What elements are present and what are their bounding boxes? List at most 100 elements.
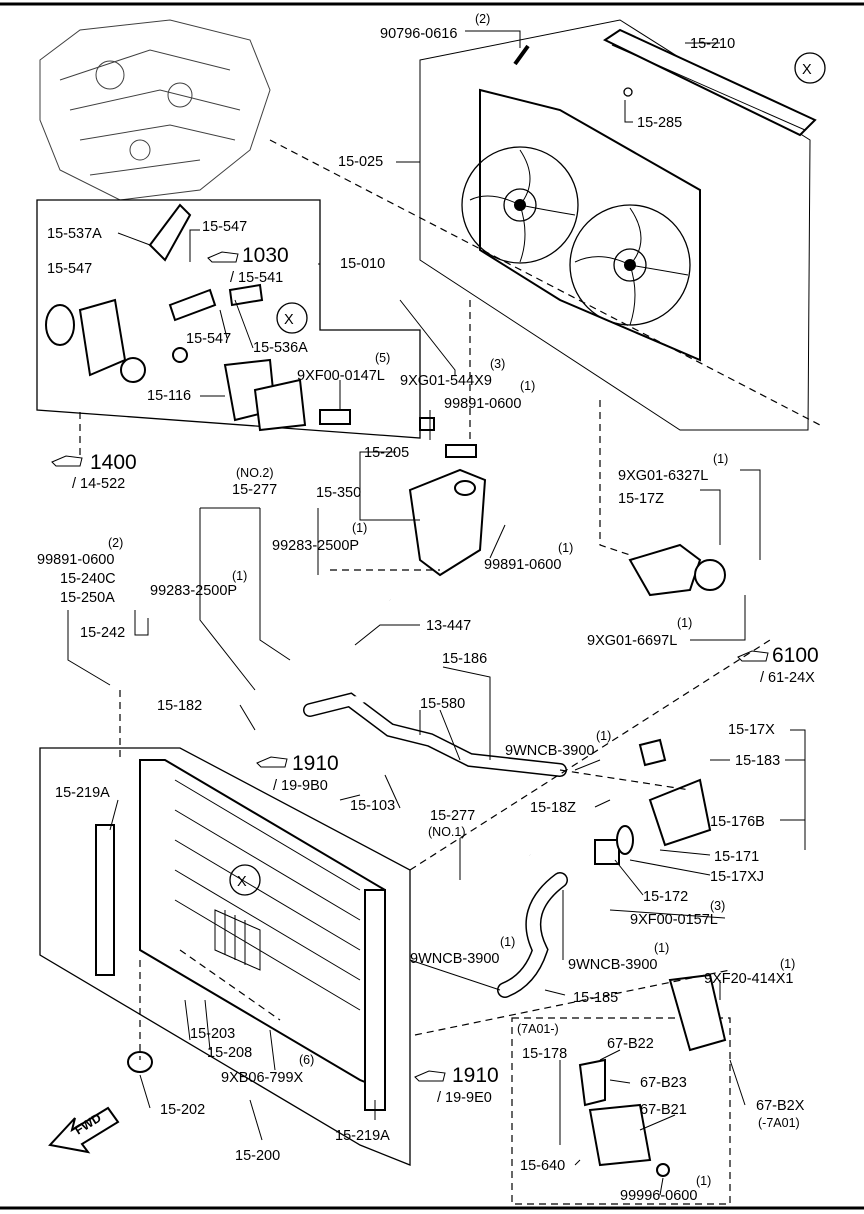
ref-hand-icons xyxy=(51,251,769,1082)
hoses xyxy=(260,575,568,998)
label-67-B22: 67-B22 xyxy=(607,1036,654,1052)
qty-9XG01-6697: (1) xyxy=(677,616,692,630)
label-15-171: 15-171 xyxy=(714,849,759,865)
qty-99283-a: (1) xyxy=(352,521,367,535)
label-x-top: X xyxy=(802,62,812,78)
label-9WNCB-3900-b: 9WNCB-3900 xyxy=(410,951,499,967)
label-99891-0600-b: 99891-0600 xyxy=(484,557,561,573)
label-15-025: 15-025 xyxy=(338,154,383,170)
label-9XF00-0147L: 9XF00-0147L xyxy=(297,368,385,384)
label-x-mid: X xyxy=(284,312,294,328)
label-99283-2500P-b: 99283-2500P xyxy=(150,583,237,599)
fan-shroud xyxy=(419,19,811,431)
engine-sketch xyxy=(39,19,271,201)
label-99891-0600-c: 99891-0600 xyxy=(37,552,114,568)
label-15-202: 15-202 xyxy=(160,1102,205,1118)
label-9WNCB-3900-a: 9WNCB-3900 xyxy=(505,743,594,759)
label-67-B2X: 67-B2X xyxy=(756,1098,805,1114)
bracket-box-7a01 xyxy=(511,1017,731,1205)
radiator xyxy=(39,747,411,1166)
qty-99996: (1) xyxy=(696,1174,711,1188)
label-9WNCB-3900-c: 9WNCB-3900 xyxy=(568,957,657,973)
label-15-17XJ: 15-17XJ xyxy=(710,869,764,885)
ref-19-9B0: / 19-9B0 xyxy=(273,778,328,794)
label-15-219A-b: 15-219A xyxy=(335,1128,390,1144)
x-marker-mid xyxy=(276,302,308,334)
label-15-547-c: 15-547 xyxy=(186,331,231,347)
label-x-radiator: X xyxy=(237,874,247,890)
label-99891-0600-a: 99891-0600 xyxy=(444,396,521,412)
label-no2: (NO.2) xyxy=(236,466,274,480)
label-15-547-b: 15-547 xyxy=(47,261,92,277)
leader-lines xyxy=(67,30,806,1196)
label-15-183: 15-183 xyxy=(735,753,780,769)
label-99996-0600: 99996-0600 xyxy=(620,1188,697,1204)
ref-61-24X: / 61-24X xyxy=(760,670,815,686)
label-15-178: 15-178 xyxy=(522,1046,567,1062)
label-9XF00-0157L: 9XF00-0157L xyxy=(630,912,718,928)
label-15-350: 15-350 xyxy=(316,485,361,501)
fwd-arrow xyxy=(48,1106,120,1154)
label-9XB06-799X: 9XB06-799X xyxy=(221,1070,304,1086)
bracket-15-210 xyxy=(602,28,817,137)
bolt-90796 xyxy=(513,44,530,66)
label-variant-pre-7A01: (-7A01) xyxy=(758,1116,800,1130)
label-15-186: 15-186 xyxy=(442,651,487,667)
label-9XG01-6327L: 9XG01-6327L xyxy=(618,468,708,484)
qty-9WNCB-b: (1) xyxy=(500,935,515,949)
label-15-17Z: 15-17Z xyxy=(618,491,664,507)
ref-1910-b: 1910 xyxy=(452,1064,499,1087)
label-15-277-b: 15-277 xyxy=(430,808,475,824)
thermostat-housing xyxy=(594,543,726,865)
qty-90796: (2) xyxy=(475,12,490,26)
ref-6100: 6100 xyxy=(772,644,819,667)
label-15-116: 15-116 xyxy=(147,388,191,404)
guide-lines xyxy=(119,139,821,1060)
label-13-447: 13-447 xyxy=(426,618,471,634)
label-15-219A-a: 15-219A xyxy=(55,785,110,801)
label-67-B23: 67-B23 xyxy=(640,1075,687,1091)
label-15-18Z: 15-18Z xyxy=(530,800,576,816)
ref-14-522: / 14-522 xyxy=(72,476,125,492)
label-67-B21: 67-B21 xyxy=(640,1102,687,1118)
ref-1910-a: 1910 xyxy=(292,752,339,775)
qty-99283-b: (1) xyxy=(232,569,247,583)
ref-1400: 1400 xyxy=(90,451,137,474)
label-9XG01-6697L: 9XG01-6697L xyxy=(587,633,677,649)
label-15-536A: 15-536A xyxy=(253,340,308,356)
label-9XG01-544X9: 9XG01-544X9 xyxy=(400,373,492,389)
label-15-185: 15-185 xyxy=(573,990,618,1006)
qty-9XB06: (6) xyxy=(299,1053,314,1067)
label-15-210: 15-210 xyxy=(690,36,735,52)
labels: (2) 90796-0616 15-210 X 15-285 15-025 15… xyxy=(37,12,819,1204)
waterpump-box xyxy=(36,199,421,439)
label-variant-7A01: (7A01-) xyxy=(517,1022,559,1036)
clip-15-285 xyxy=(623,87,633,97)
qty-99891-a: (1) xyxy=(520,379,535,393)
label-99283-2500P-a: 99283-2500P xyxy=(272,538,359,554)
label-90796-0616: 90796-0616 xyxy=(380,26,457,42)
label-15-285: 15-285 xyxy=(637,115,682,131)
qty-9XF20-414: (1) xyxy=(780,957,795,971)
label-15-205: 15-205 xyxy=(364,445,409,461)
ref-1030: 1030 xyxy=(242,244,289,267)
ref-19-9E0: / 19-9E0 xyxy=(437,1090,492,1106)
qty-9XG01-6327: (1) xyxy=(713,452,728,466)
label-15-240C: 15-240C xyxy=(60,571,116,587)
label-15-547-a: 15-547 xyxy=(202,219,247,235)
label-15-103: 15-103 xyxy=(350,798,395,814)
qty-9XF00-0147: (5) xyxy=(375,351,390,365)
label-15-200: 15-200 xyxy=(235,1148,280,1164)
qty-9XF00-0157: (3) xyxy=(710,899,725,913)
label-15-580: 15-580 xyxy=(420,696,465,712)
label-15-182: 15-182 xyxy=(157,698,202,714)
qty-99891-c: (2) xyxy=(108,536,123,550)
label-15-250A: 15-250A xyxy=(60,590,115,606)
label-15-537A: 15-537A xyxy=(47,226,102,242)
label-15-203: 15-203 xyxy=(190,1026,235,1042)
qty-99891-b: (1) xyxy=(558,541,573,555)
qty-9WNCB-c: (1) xyxy=(654,941,669,955)
label-15-640: 15-640 xyxy=(520,1158,565,1174)
x-marker-radiator xyxy=(229,864,261,896)
